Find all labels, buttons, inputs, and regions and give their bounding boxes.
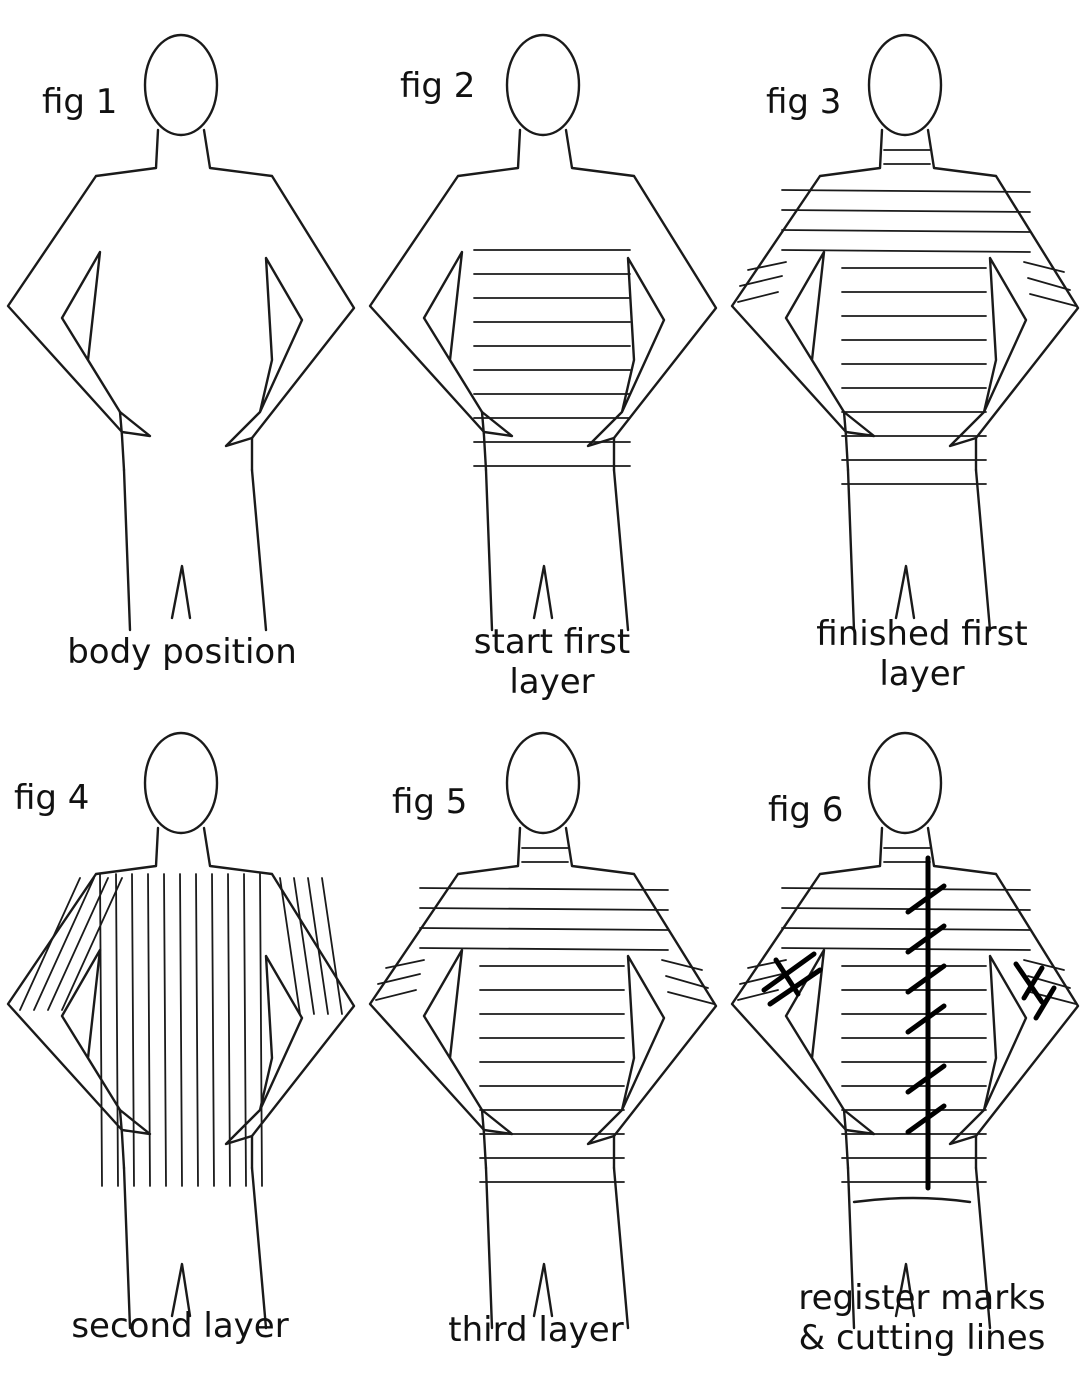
right-arm-outline [566, 828, 716, 1144]
caption-line: third layer [366, 1310, 706, 1350]
left-sleeve-stripe [386, 960, 424, 968]
caption-line: layer [752, 654, 1086, 694]
right-leg-outline [614, 470, 628, 630]
fig-label: fig 3 [766, 82, 841, 122]
caption: register marks & cutting lines [752, 1278, 1086, 1358]
fig-label: fig 6 [768, 790, 843, 830]
crotch-outline [896, 566, 914, 618]
right-leg-outline [614, 1168, 628, 1328]
right-sleeve-stripe [662, 960, 702, 970]
right-sleeve-register-mark [1036, 988, 1054, 1018]
left-leg-outline [486, 470, 492, 630]
caption-line: register marks [752, 1278, 1086, 1318]
left-sleeve-stripe [378, 974, 420, 984]
panel-fig-1: fig 1 body position [0, 0, 362, 698]
left-sleeve-stripe [748, 262, 786, 270]
caption-line: & cutting lines [752, 1318, 1086, 1358]
fig-label: fig 5 [392, 782, 467, 822]
fig-label: fig 4 [14, 778, 89, 818]
vertical-stripe [180, 874, 182, 1186]
shoulder-stripe [420, 948, 668, 950]
panel-fig-3: fig 3 finished first layer [724, 0, 1086, 698]
left-sleeve-stripe [738, 990, 778, 1000]
panel-fig-2: fig 2 start first layer [362, 0, 724, 698]
vertical-stripe [212, 874, 214, 1186]
shoulder-stripe [782, 908, 1030, 910]
left-waist [120, 412, 124, 470]
fig-label: fig 2 [400, 66, 475, 106]
right-arm-outline [204, 130, 354, 446]
caption: second layer [10, 1306, 350, 1346]
head-outline [869, 35, 941, 135]
caption: start first layer [382, 622, 722, 702]
caption: third layer [366, 1310, 706, 1350]
shoulder-stripe [782, 190, 1030, 192]
head-outline [145, 35, 217, 135]
left-arm-outline [8, 828, 158, 1134]
right-arm-outline [204, 828, 354, 1144]
right-sleeve-stripe [1024, 262, 1064, 272]
caption: body position [12, 632, 352, 672]
left-sleeve-vertical-stripe [34, 878, 94, 1010]
left-arm-outline [8, 130, 158, 436]
right-leg-outline [252, 1168, 266, 1328]
vertical-stripe [260, 874, 262, 1186]
vertical-stripe [116, 874, 118, 1186]
caption-line: second layer [10, 1306, 350, 1346]
left-waist [844, 412, 848, 470]
left-waist [120, 1110, 124, 1168]
left-leg-outline [124, 1168, 130, 1328]
head-outline [507, 35, 579, 135]
shoulder-stripe [782, 928, 1030, 930]
shoulder-stripe [420, 888, 668, 890]
caption-line: body position [12, 632, 352, 672]
left-arm-outline [370, 130, 520, 436]
right-leg-outline [976, 470, 990, 630]
vertical-stripe [164, 874, 166, 1186]
left-waist [482, 1110, 486, 1168]
left-leg-outline [848, 470, 854, 630]
right-arm-outline [566, 130, 716, 446]
shoulder-stripe [782, 230, 1030, 232]
caption-line: start first [382, 622, 722, 662]
waist-curve [854, 1198, 970, 1202]
crotch-outline [534, 1264, 552, 1316]
left-sleeve-stripe [738, 292, 778, 302]
caption: finished first layer [752, 614, 1086, 694]
shoulder-stripe [782, 948, 1030, 950]
caption-line: finished first [752, 614, 1086, 654]
left-sleeve-stripe [376, 990, 416, 1000]
left-leg-outline [486, 1168, 492, 1328]
caption-line: layer [382, 662, 722, 702]
head-outline [145, 733, 217, 833]
left-waist [482, 412, 486, 470]
head-outline [869, 733, 941, 833]
left-sleeve-stripe [740, 276, 782, 286]
vertical-stripe [148, 874, 150, 1186]
shoulder-stripe [420, 928, 668, 930]
right-leg-outline [252, 470, 266, 630]
shoulder-stripe [420, 908, 668, 910]
panel-fig-5: fig 5 third layer [362, 698, 724, 1396]
left-waist [844, 1110, 848, 1168]
crotch-outline [172, 566, 190, 618]
fig-label: fig 1 [42, 82, 117, 122]
vertical-stripe [228, 874, 230, 1186]
shoulder-stripe [782, 250, 1030, 252]
left-leg-outline [124, 470, 130, 630]
head-outline [507, 733, 579, 833]
vertical-stripe [132, 874, 134, 1186]
shoulder-stripe [782, 888, 1030, 890]
panel-fig-6: fig 6 register marks & cutting lines [724, 698, 1086, 1396]
vertical-stripe [196, 874, 198, 1186]
crotch-outline [534, 566, 552, 618]
panel-fig-4: fig 4 second layer [0, 698, 362, 1396]
shoulder-stripe [782, 210, 1030, 212]
right-arm-outline [928, 130, 1078, 446]
